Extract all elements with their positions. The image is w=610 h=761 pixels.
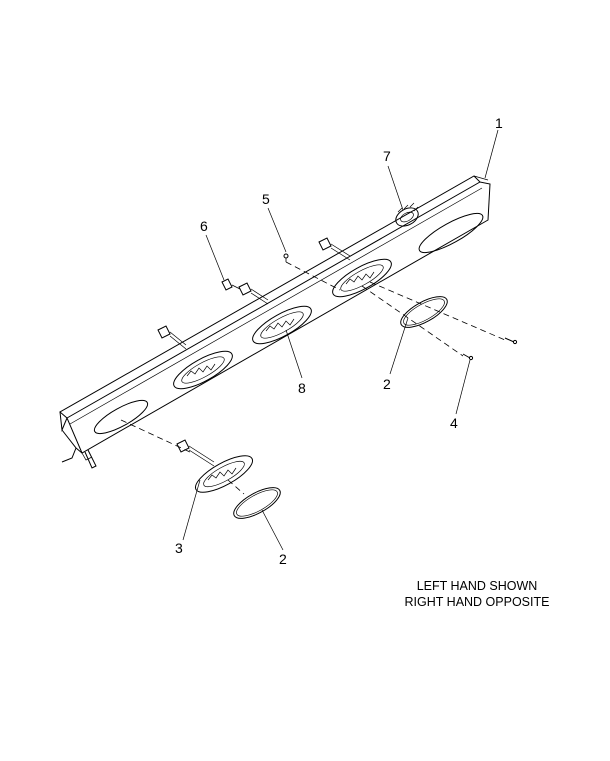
note-line-1: LEFT HAND SHOWN bbox=[417, 579, 538, 593]
callout-8: 8 bbox=[298, 380, 306, 396]
assembly-lines bbox=[120, 258, 506, 495]
lamp-assembly bbox=[173, 258, 392, 390]
callout-2-left: 2 bbox=[279, 551, 287, 567]
callout-2-right: 2 bbox=[383, 376, 391, 392]
callout-7: 7 bbox=[383, 148, 391, 164]
screw-right bbox=[462, 337, 518, 361]
lens-right bbox=[400, 296, 448, 328]
wire-harness bbox=[157, 237, 351, 350]
leader-lines bbox=[182, 129, 499, 551]
callout-5: 5 bbox=[262, 191, 270, 207]
callouts: 1 7 5 6 8 2 4 3 2 bbox=[175, 115, 503, 567]
lens-left bbox=[233, 487, 281, 519]
grommet bbox=[395, 202, 419, 227]
screw bbox=[283, 253, 289, 259]
drawing-note: LEFT HAND SHOWN RIGHT HAND OPPOSITE bbox=[405, 579, 550, 609]
callout-6: 6 bbox=[200, 218, 208, 234]
lamp-left bbox=[176, 439, 253, 493]
note-line-2: RIGHT HAND OPPOSITE bbox=[405, 595, 550, 609]
callout-3: 3 bbox=[175, 540, 183, 556]
callout-1: 1 bbox=[495, 115, 503, 131]
lamp-bar bbox=[59, 175, 491, 469]
callout-4: 4 bbox=[450, 415, 458, 431]
